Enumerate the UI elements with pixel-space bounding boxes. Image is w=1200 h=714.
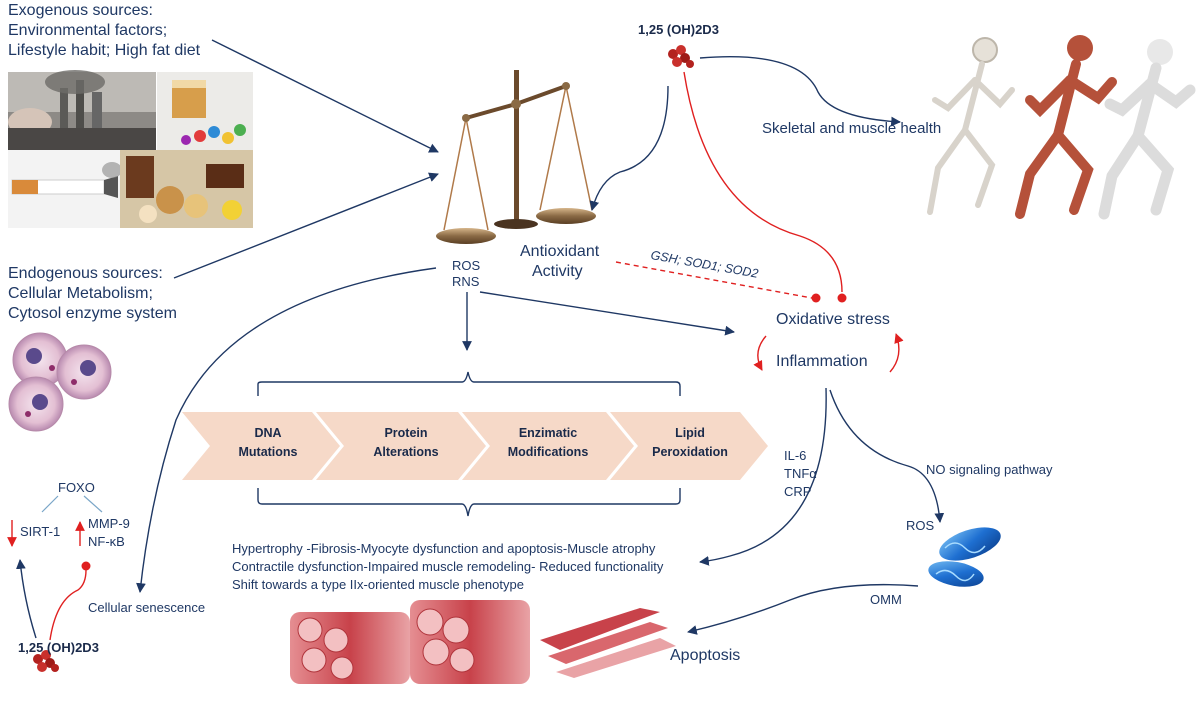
chevron-protein-line2: Alterations — [373, 445, 439, 460]
foxo-label: FOXO — [58, 480, 95, 495]
apoptosis-label: Apoptosis — [670, 647, 741, 664]
il6-label: IL-6 — [784, 448, 807, 463]
foxo-branch-lines — [41, 495, 103, 513]
arrow-ros-to-senescence — [136, 267, 437, 593]
no-signaling-label: NO signaling pathway — [926, 462, 1053, 477]
nfkb-label: NF-κB — [88, 534, 125, 549]
endogenous-title: Endogenous sources: — [8, 265, 163, 282]
oxidative-stress-label: Oxidative stress — [776, 311, 890, 328]
chevron-protein-alterations — [316, 412, 486, 480]
arrow-vitd-to-sirt1 — [16, 559, 37, 639]
junk-food-image — [120, 150, 253, 228]
arrow-ros-to-oxidative-stress — [479, 291, 735, 336]
chevron-enzimatic-modifications — [462, 412, 634, 480]
sirt1-label: SIRT-1 — [20, 524, 61, 539]
arrow-inflammation-to-outcomes — [699, 387, 827, 566]
outcomes-line2: Contractile dysfunction-Impaired muscle … — [232, 559, 664, 574]
exogenous-lifestyle: Lifestyle habit; High fat diet — [8, 42, 201, 59]
red-dashed-antioxidant-line — [615, 261, 813, 299]
runners-image — [927, 35, 1196, 220]
chevron-lipid-peroxidation — [610, 412, 768, 480]
vitamin-d-molecule-icon-bottom — [33, 650, 59, 672]
outcomes-line3: Shift towards a type IIx-oriented muscle… — [232, 577, 524, 592]
exogenous-title: Exogenous sources: — [8, 2, 153, 19]
chevron-enzimatic-line1: Enzimatic — [518, 426, 578, 440]
top-brace — [257, 371, 681, 396]
red-inhibition-dot-1 — [837, 293, 847, 303]
arrow-mitochondria-to-apoptosis — [687, 583, 919, 635]
cells-image — [8, 332, 112, 432]
chevron-dna-label: DNA Mutations — [208, 424, 328, 463]
arrow-inflammation-to-mitochondria — [829, 389, 945, 523]
whisky-candy-image — [157, 72, 253, 150]
exogenous-factors: Environmental factors; — [8, 22, 168, 39]
red-arrow-vitd-inhibits-oxidative-stress — [683, 71, 843, 293]
chevron-enzimatic-line2: Modifications — [507, 445, 589, 460]
muscle-fibers-image — [290, 600, 676, 684]
chevron-dna-line1: DNA — [254, 426, 282, 440]
vitamin-d-label-top: 1,25 (OH)2D3 — [638, 22, 719, 37]
arrow-vitd-to-antioxidant — [589, 85, 669, 211]
pollution-image — [8, 70, 156, 150]
chevron-protein-label: Protein Alterations — [346, 424, 466, 463]
red-line-vitd-inhibits-nfkb — [49, 569, 87, 641]
ros-mitochondria-label: ROS — [906, 518, 935, 533]
arrow-exogenous-to-scale — [211, 39, 439, 153]
endogenous-enzyme: Cytosol enzyme system — [8, 305, 177, 322]
red-inhibition-dot-2 — [811, 293, 821, 303]
mmp9-label: MMP-9 — [88, 516, 130, 531]
ros-label: ROS — [452, 258, 481, 273]
inflammation-label: Inflammation — [776, 353, 868, 370]
balance-scale-image — [436, 70, 596, 244]
crp-label: CRP — [784, 484, 812, 499]
chevron-lipid-label: Lipid Peroxidation — [630, 424, 750, 463]
rns-label: RNS — [452, 274, 480, 289]
vitamin-d-molecule-icon-top — [668, 45, 694, 68]
mitochondria-image — [928, 527, 1001, 587]
endogenous-metabolism: Cellular Metabolism; — [8, 285, 153, 302]
arrow-endogenous-to-scale — [173, 172, 439, 279]
chevron-enzimatic-label: Enzimatic Modifications — [488, 424, 608, 463]
skeletal-muscle-health-label: Skeletal and muscle health — [762, 120, 942, 137]
cellular-senescence-label: Cellular senescence — [88, 600, 206, 615]
vitamin-d-label-bottom: 1,25 (OH)2D3 — [18, 640, 99, 655]
chevron-protein-line1: Protein — [384, 426, 428, 440]
tnfa-label: TNFα — [784, 466, 817, 481]
bottom-brace — [257, 488, 681, 517]
red-cycle-arrow-right — [889, 333, 904, 373]
arrow-vitd-to-skeletal — [699, 56, 901, 127]
red-cycle-arrow-left — [753, 335, 767, 371]
red-inhibition-dot-3 — [81, 561, 91, 571]
outcomes-line1: Hypertrophy -Fibrosis-Myocyte dysfunctio… — [232, 541, 656, 556]
antioxidant-label-line1: Antioxidant — [520, 243, 600, 260]
antioxidant-label-line2: Activity — [532, 263, 583, 280]
chevron-lipid-line2: Peroxidation — [652, 445, 728, 460]
cigarette-image — [8, 150, 122, 228]
omm-label: OMM — [870, 592, 902, 607]
chevron-lipid-line1: Lipid — [675, 426, 705, 440]
chevron-dna-line2: Mutations — [238, 445, 298, 460]
chevron-dna-mutations — [182, 412, 340, 480]
